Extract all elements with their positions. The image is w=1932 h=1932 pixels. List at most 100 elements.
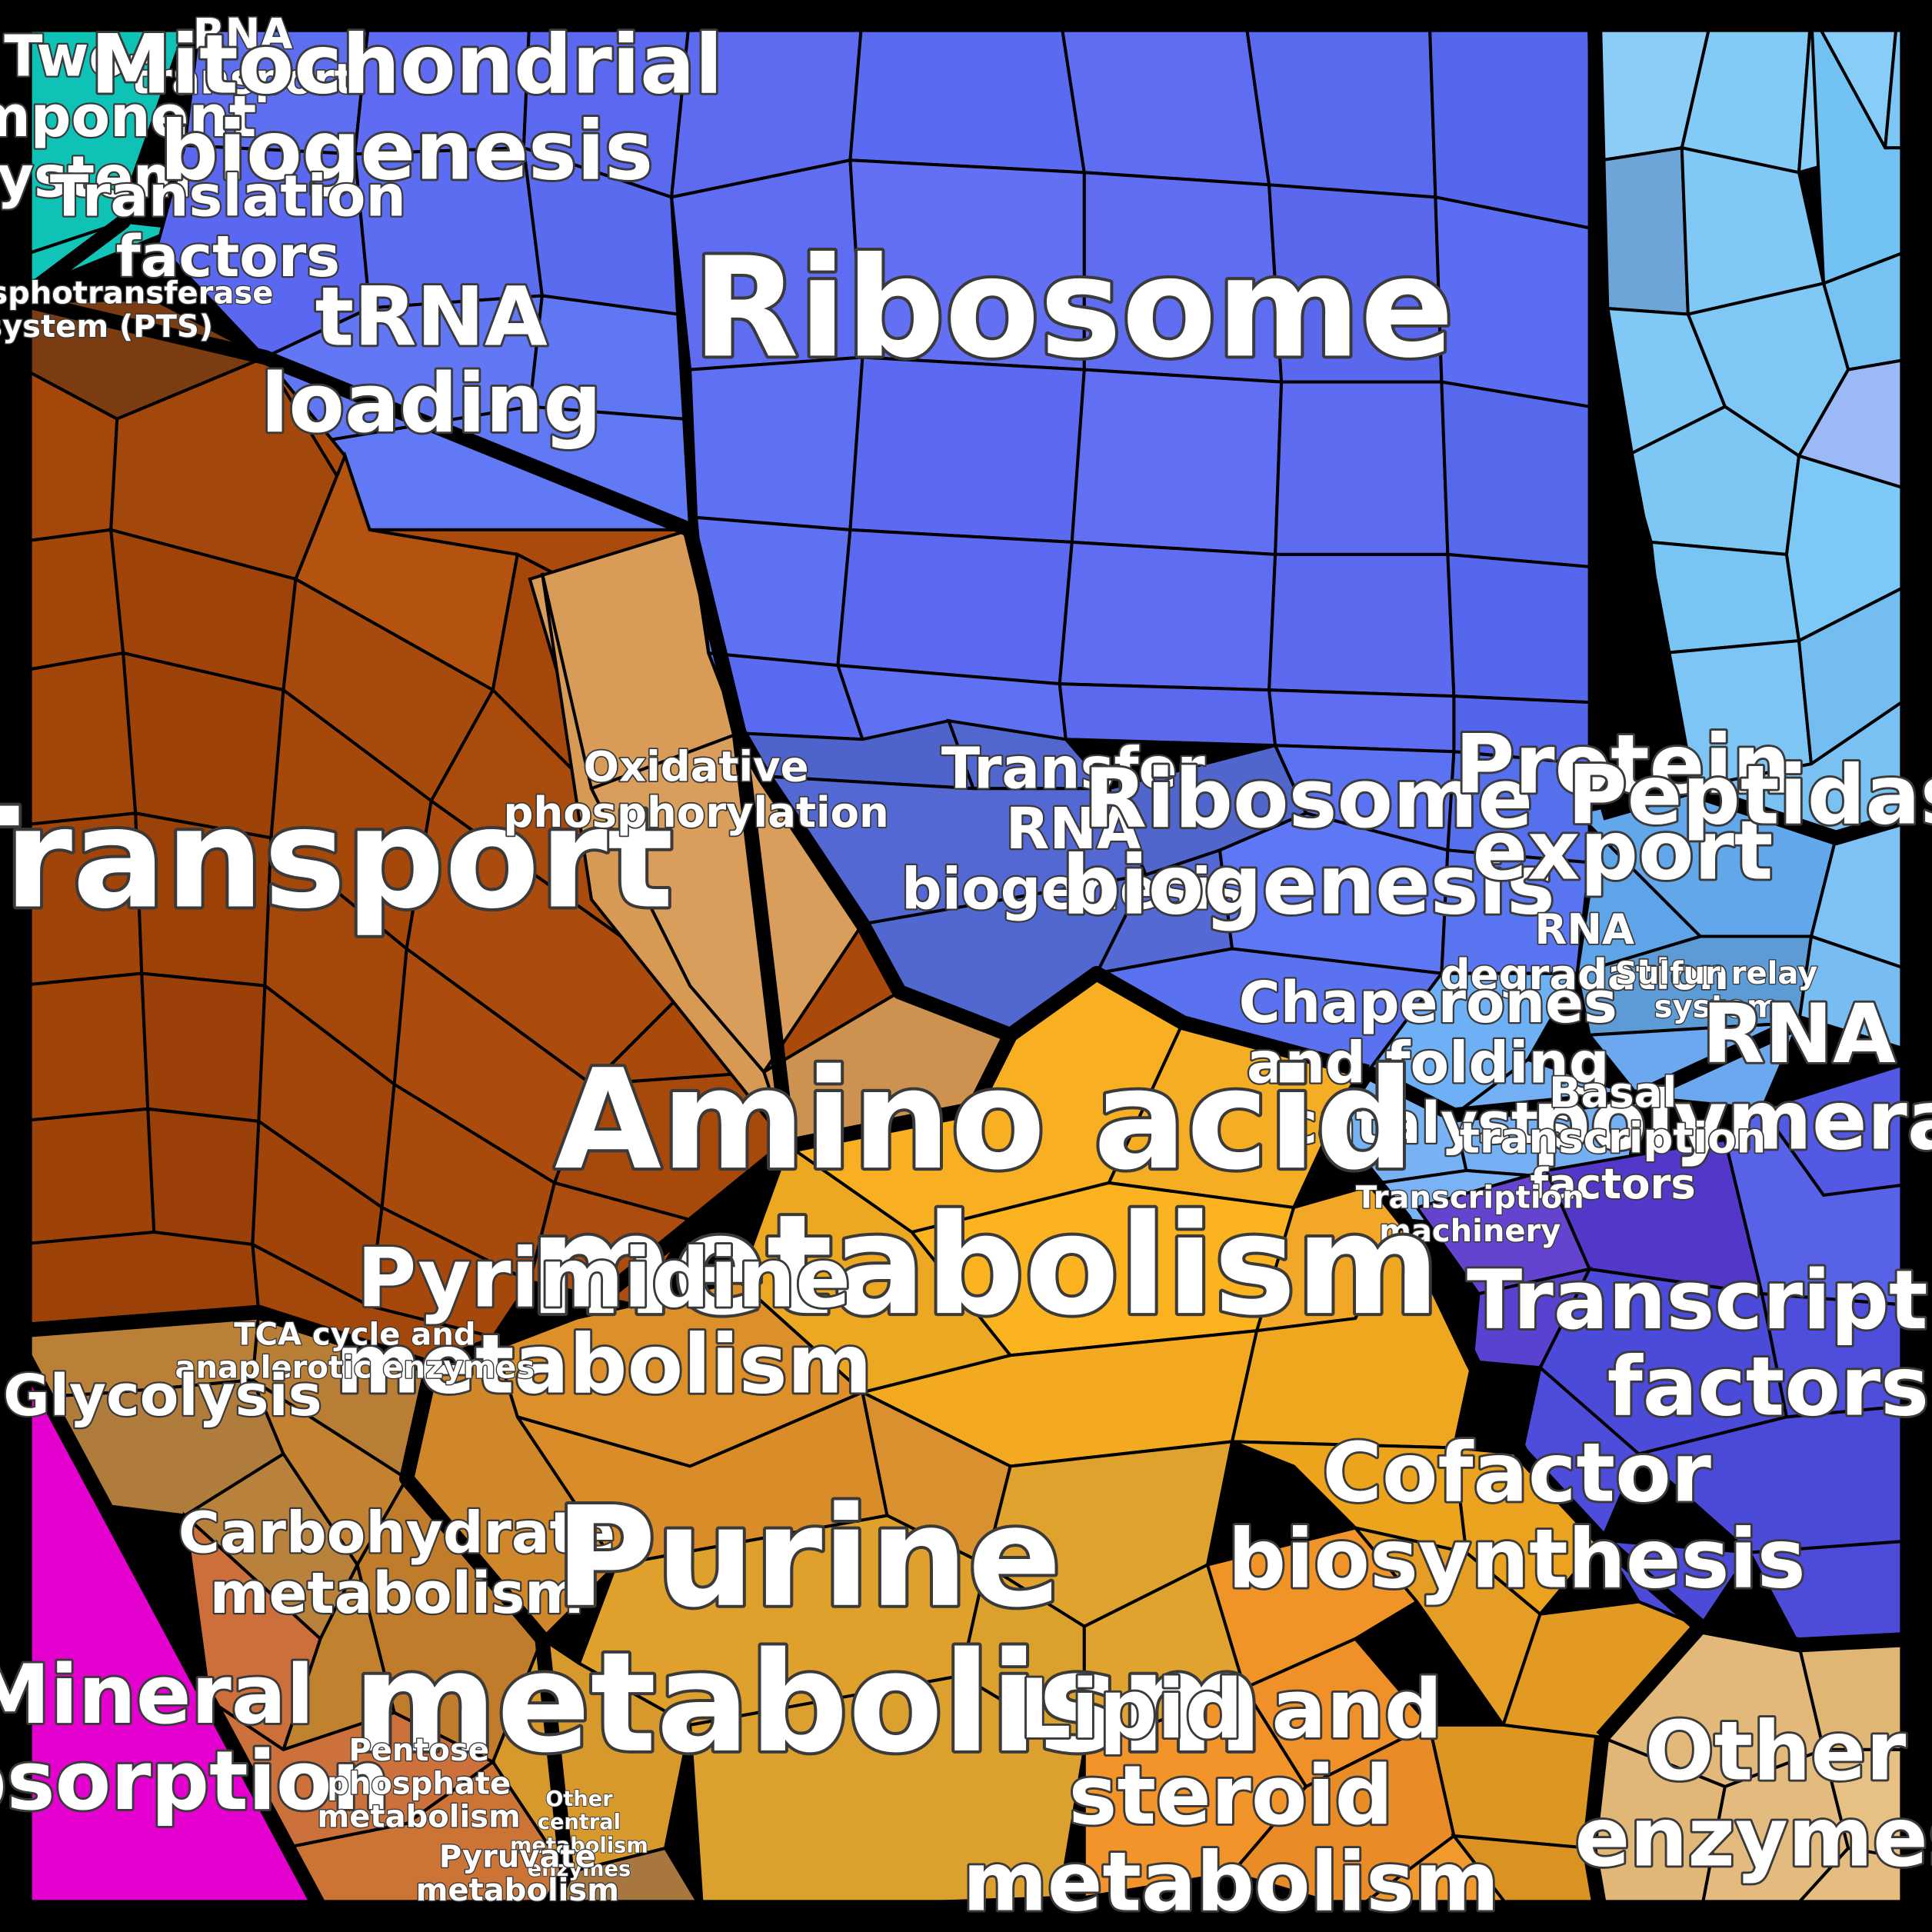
treemap-label-two-component-system: Two-componentsystem xyxy=(0,25,256,211)
label-line: Glycolysis xyxy=(3,1364,321,1429)
label-line: degradation xyxy=(1441,950,1729,999)
group-biosynthesis xyxy=(405,971,1704,1918)
cell-ribo-15[interactable] xyxy=(1440,380,1591,569)
cell-transport-21[interactable] xyxy=(15,971,150,1124)
label-line: RNA xyxy=(1702,987,1896,1081)
cell-transport-22[interactable] xyxy=(140,971,267,1124)
label-line: Mineral xyxy=(0,1647,314,1742)
label-line: Transcription xyxy=(1467,1253,1932,1347)
label-line: RNA xyxy=(1534,904,1634,954)
cell-ribo-24[interactable] xyxy=(1267,688,1456,754)
cell-ribo-19[interactable] xyxy=(1267,552,1456,698)
cell-mismatch-repair[interactable] xyxy=(1600,145,1690,316)
label-line: biogenesis xyxy=(1062,838,1555,932)
treemap-label-peptidases: Peptidases xyxy=(1567,748,1932,842)
label-line: metabolism xyxy=(416,1873,619,1908)
label-line: Oxidative xyxy=(584,742,809,791)
cell-ribo-20[interactable] xyxy=(1446,552,1591,705)
label-line: Mitochondrial xyxy=(91,17,723,112)
label-line: and folding xyxy=(1247,1031,1610,1096)
label-line: loading xyxy=(261,356,601,451)
cell-base-excision-1[interactable] xyxy=(1649,540,1801,655)
label-line: Other xyxy=(545,1787,613,1810)
treemap-label-mineral-absorption: Mineralabsorption xyxy=(0,1647,390,1828)
label-line: phosphate xyxy=(327,1766,511,1801)
label-line: steroid xyxy=(1069,1748,1394,1843)
label-line: absorption xyxy=(0,1734,390,1828)
label-line: Translation xyxy=(50,164,406,229)
label-line: Ribosome xyxy=(692,228,1454,389)
cell-ribo-2[interactable] xyxy=(848,11,1087,175)
cell-purine-5[interactable] xyxy=(688,1674,1086,1912)
label-line: TCA cycle and xyxy=(234,1317,475,1352)
label-line: anaplerotic enzymes xyxy=(175,1351,535,1386)
label-line: Two- xyxy=(4,25,151,90)
label-line: Amino acid xyxy=(555,1040,1414,1201)
cell-transport-26[interactable] xyxy=(15,1107,156,1247)
label-line: Basal xyxy=(1549,1068,1677,1117)
cell-ribo-13[interactable] xyxy=(1070,368,1284,557)
label-line: transport xyxy=(132,55,355,104)
label-line: metabolism xyxy=(963,1834,1500,1929)
label-line: factors xyxy=(1530,1159,1695,1208)
label-line: Pentose xyxy=(348,1733,489,1768)
label-line: tRNA xyxy=(315,270,548,365)
cell-transport-27[interactable] xyxy=(146,1107,261,1247)
label-line: factors xyxy=(116,225,341,290)
cell-ribo-17[interactable] xyxy=(836,528,1074,686)
label-line: system (PTS) xyxy=(0,309,213,345)
label-line: catalysts xyxy=(1284,1091,1572,1157)
cell-ribo-4[interactable] xyxy=(1242,11,1437,199)
label-line: Cofactor xyxy=(1322,1425,1711,1520)
label-line: Phosphotransferase xyxy=(0,276,273,311)
label-line: component xyxy=(0,85,256,150)
treemap-label-glycolysis: Glycolysis xyxy=(3,1364,321,1429)
label-line: system xyxy=(1654,989,1779,1024)
group-dna-replication-repair xyxy=(1597,11,1921,840)
treemap-label-other-enzymes: Otherenzymes xyxy=(1574,1704,1932,1884)
cell-lipid-4[interactable] xyxy=(1205,1526,1420,1690)
label-line: metabolism xyxy=(210,1561,584,1627)
label-line: phosphorylation xyxy=(503,788,888,837)
label-line: biosynthesis xyxy=(1227,1511,1805,1606)
label-line: Other xyxy=(1645,1704,1907,1798)
label-line: export xyxy=(1472,803,1773,898)
label-line: Sulfur relay xyxy=(1615,956,1817,991)
label-line: metabolism xyxy=(335,1317,872,1411)
label-line: polymerase xyxy=(1532,1073,1932,1168)
label-line: biogenesis xyxy=(901,857,1245,922)
label-line: Purine xyxy=(555,1477,1062,1638)
cell-ribo-5[interactable] xyxy=(1427,11,1591,230)
label-line: Chaperones xyxy=(1239,971,1617,1036)
label-line: Transport xyxy=(0,779,674,940)
cell-ribo-3[interactable] xyxy=(1058,11,1271,187)
cell-cofactor-3[interactable] xyxy=(1351,1525,1542,1729)
cell-ribo-10[interactable] xyxy=(1434,195,1591,409)
cell-ribo-18[interactable] xyxy=(1058,540,1277,692)
label-line: metabolism xyxy=(510,1834,648,1857)
label-line: Peptidases xyxy=(1567,748,1932,842)
label-line: machinery xyxy=(1379,1214,1561,1249)
label-line: enzymes xyxy=(1574,1790,1932,1884)
cell-transport-7[interactable] xyxy=(15,528,125,674)
label-line: enzymes xyxy=(528,1857,631,1881)
cell-ribo-14[interactable] xyxy=(1274,380,1450,556)
label-line: metabolism xyxy=(318,1800,521,1835)
